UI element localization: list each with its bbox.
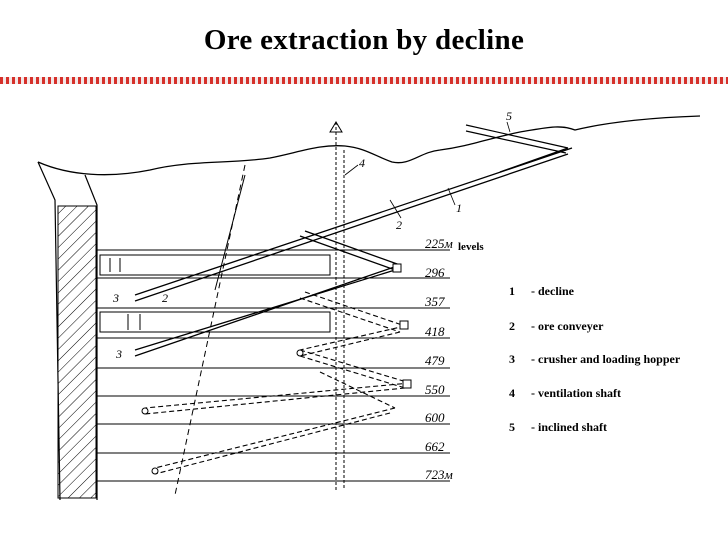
legend-text: - crusher and loading hopper	[531, 352, 681, 366]
legend-text: - inclined shaft	[531, 420, 608, 434]
level-label: 418	[425, 324, 445, 339]
level-label: 296	[425, 265, 445, 280]
page-title: Ore extraction by decline	[203, 24, 525, 56]
decorative-band	[0, 77, 728, 84]
level-label: 550	[425, 382, 445, 397]
callout-3: 3	[112, 291, 119, 305]
legend-number: 3	[509, 352, 515, 366]
crusher-chamber	[99, 254, 331, 276]
legend-item-conveyer: 2 - ore conveyer	[509, 319, 603, 334]
level-label: 357	[424, 294, 445, 309]
legend-number: 4	[509, 386, 515, 400]
decline-solid	[134, 147, 573, 357]
level-label: 479	[425, 353, 445, 368]
legend-item-inclined-shaft: 5 - inclined shaft	[509, 420, 607, 435]
levels-caption: levels	[458, 241, 484, 253]
legend-number: 2	[509, 319, 515, 333]
ground-surface	[37, 115, 701, 176]
decline-dashed	[144, 291, 411, 475]
legend-text: - decline	[531, 284, 574, 298]
callout-2b: 2	[162, 291, 168, 305]
level-lines	[97, 249, 450, 482]
legend-text: - ore conveyer	[531, 319, 604, 333]
rock-hatch	[57, 205, 97, 499]
level-label: 723м	[425, 467, 453, 482]
legend-number: 5	[509, 420, 515, 434]
callout-4: 4	[359, 156, 365, 170]
level-label: 225м	[425, 236, 453, 251]
legend-item-ventilation: 4 - ventilation shaft	[509, 386, 621, 401]
level-label: 662	[425, 439, 445, 454]
decline-nodes	[141, 263, 412, 475]
legend-number: 1	[509, 284, 515, 298]
legend-text: - ventilation shaft	[531, 386, 621, 400]
level-label: 600	[425, 410, 445, 425]
mine-cross-section-diagram: 1 2 3 3 4 5 2 225м 296 357 418 479 550 6…	[37, 109, 701, 501]
legend-item-crusher: 3 - crusher and loading hopper	[509, 352, 680, 367]
legend-item-decline: 1 - decline	[509, 284, 574, 299]
callout-5: 5	[506, 109, 512, 123]
callout-3b: 3	[115, 347, 122, 361]
pit-wall	[37, 161, 61, 501]
callout-2: 2	[396, 218, 402, 232]
callout-1: 1	[456, 201, 462, 215]
